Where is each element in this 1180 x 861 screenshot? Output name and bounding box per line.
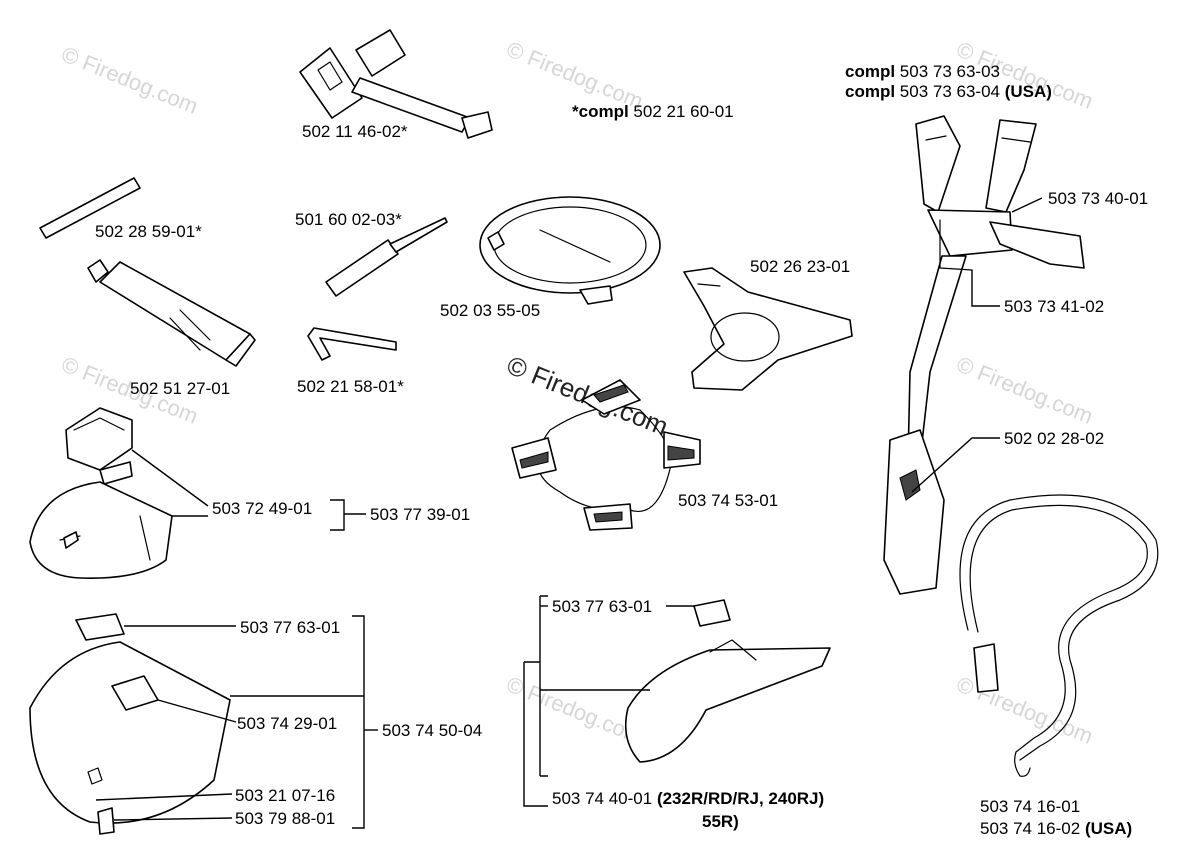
leader-screw xyxy=(95,793,233,801)
part-number-support-plate: 502 26 23-01 xyxy=(750,257,850,276)
leader-knife xyxy=(113,817,233,821)
support-plate-drawing xyxy=(683,267,853,391)
retaining-ring-drawing xyxy=(479,196,661,305)
part-number-harness-pad: 503 73 41-02 xyxy=(1004,297,1104,316)
part-number-strap-1: 503 74 16-01 xyxy=(980,797,1080,816)
part-number-large-guard-kit: 503 74 50-04 xyxy=(382,721,482,740)
part-number-screw: 503 21 07-16 xyxy=(235,786,335,805)
leader-hip-pad xyxy=(911,437,1000,493)
part-number-spider: 503 74 53-01 xyxy=(678,491,778,510)
part-number-grease: 502 51 27-01 xyxy=(130,379,230,398)
part-number-bracket: 503 72 49-01 xyxy=(212,499,312,518)
harness-compl-prefix-1: compl xyxy=(845,62,895,81)
part-number-strap-2-line: 503 74 16-02 (USA) xyxy=(980,819,1132,838)
shoulder-strap-drawing xyxy=(959,494,1159,777)
watermark-center: © Firedog.com xyxy=(503,350,673,442)
part-number-plate-mid: 503 77 63-01 xyxy=(552,597,652,616)
part-number-guard-plate: 503 74 29-01 xyxy=(237,714,337,733)
part-number-plate-left: 503 77 63-01 xyxy=(240,618,340,637)
leader-harness-buckle xyxy=(1011,197,1043,213)
spider-drawing xyxy=(511,379,701,531)
middle-guard-models: (232R/RD/RJ, 240RJ) xyxy=(657,789,824,808)
harness-drawing xyxy=(883,115,1085,595)
harness-compl-line1: compl 503 73 63-03 xyxy=(845,62,1000,81)
part-number-middle-guard: 503 74 40-01 (232R/RD/RJ, 240RJ) xyxy=(552,789,824,808)
harness-compl-line2: compl 503 73 63-04 (USA) xyxy=(845,82,1052,101)
part-number-strap-2: 503 74 16-02 xyxy=(980,819,1080,838)
harness-usa-2: (USA) xyxy=(1085,819,1132,838)
large-guard-drawing xyxy=(29,613,231,835)
hex-key-drawing xyxy=(307,327,397,361)
part-number-screwdriver: 501 60 02-03* xyxy=(295,210,402,229)
kit-compl-number: 502 21 60-01 xyxy=(633,102,733,121)
harness-usa-1: (USA) xyxy=(1005,82,1052,101)
part-number-wrench: 502 11 46-02* xyxy=(302,122,408,141)
middle-guard-models-line2: 55R) xyxy=(702,812,739,831)
part-number-harness-buckle: 503 73 40-01 xyxy=(1048,189,1148,208)
harness-compl-prefix-2: compl xyxy=(845,82,895,101)
kit-compl-prefix: *compl xyxy=(572,102,629,121)
leader-bracket xyxy=(131,449,209,507)
screwdriver-drawing xyxy=(325,217,448,297)
combination-wrench-drawing xyxy=(299,29,493,139)
grease-tube-drawing xyxy=(87,259,256,367)
part-number-knife: 503 79 88-01 xyxy=(235,809,335,828)
part-number-rod: 502 28 59-01* xyxy=(95,222,202,241)
small-guard-drawing xyxy=(29,481,173,579)
bracket-middle-guard xyxy=(539,595,548,777)
rod-drawing xyxy=(39,177,141,239)
leader-guard-plate xyxy=(157,699,237,723)
middle-guard-drawing xyxy=(624,599,831,763)
kit-compl-label: *compl 502 21 60-01 xyxy=(572,102,734,121)
bracket-small-guard-kit xyxy=(330,499,345,531)
part-number-ring: 502 03 55-05 xyxy=(440,301,540,320)
harness-compl-number-1: 503 73 63-03 xyxy=(900,62,1000,81)
harness-compl-number-2: 503 73 63-04 xyxy=(900,82,1000,101)
part-number-small-guard-kit: 503 77 39-01 xyxy=(370,505,470,524)
watermark: © Firedog.com xyxy=(58,41,201,118)
bracket-drawing xyxy=(65,407,133,485)
leader-harness-pad xyxy=(971,270,1000,307)
middle-guard-number: 503 74 40-01 xyxy=(552,789,652,808)
part-number-hip-pad: 502 02 28-02 xyxy=(1004,429,1104,448)
watermark: © Firedog.com xyxy=(953,351,1096,428)
bracket-middle-guard-kit xyxy=(523,661,548,807)
bracket-large-guard-kit xyxy=(352,615,365,829)
part-number-hex-key: 502 21 58-01* xyxy=(297,377,404,396)
